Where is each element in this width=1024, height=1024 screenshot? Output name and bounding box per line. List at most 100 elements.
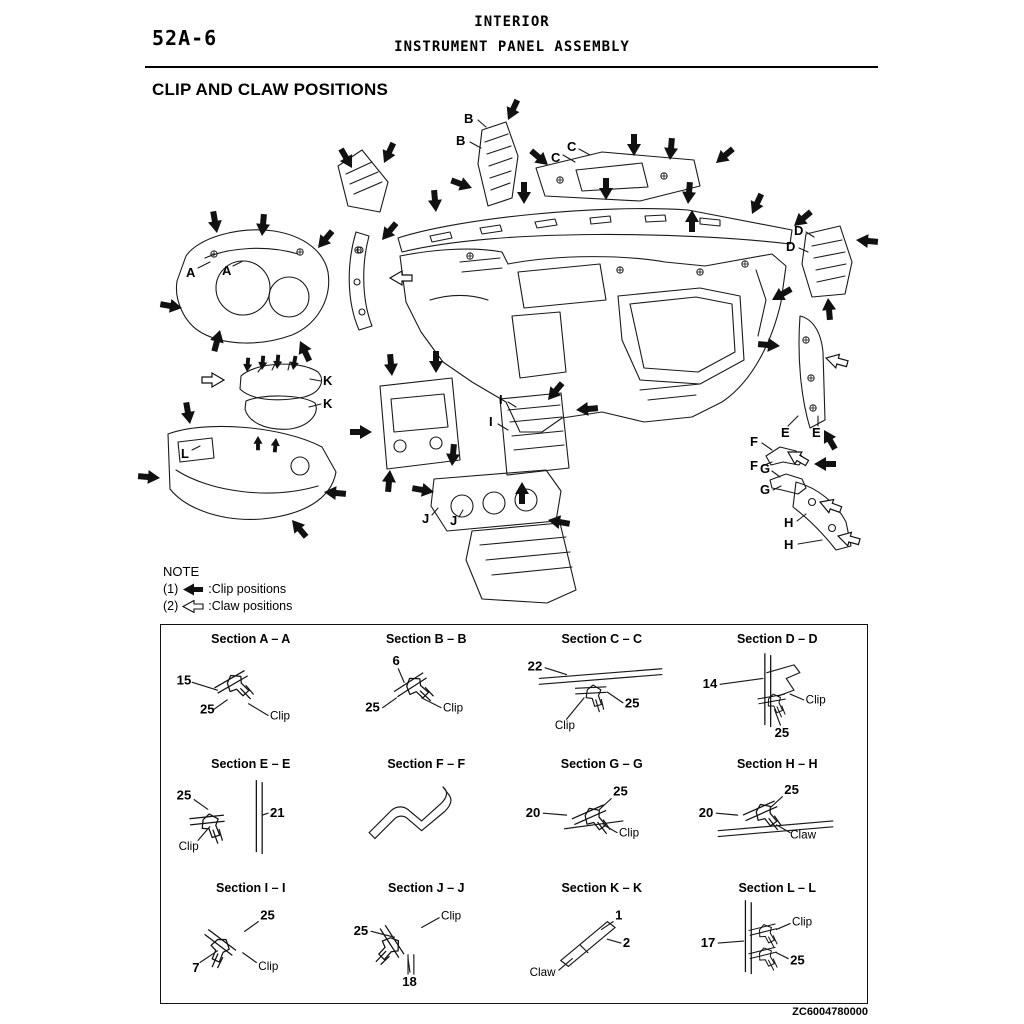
claw-arrow-icon — [817, 494, 844, 517]
clip-arrow-icon — [757, 337, 781, 353]
part-center-panel-i-left — [379, 377, 461, 470]
clip-arrow-icon — [427, 189, 443, 213]
callout-label: Claw — [529, 966, 555, 979]
section-sketch-i: 25 7 Clip — [192, 908, 278, 975]
callout-label: 18 — [402, 974, 417, 989]
clip-arrow-icon — [137, 469, 161, 485]
clip-arrow-icon — [206, 210, 224, 235]
section-sketch-a: 15 25 Clip — [176, 669, 290, 722]
label-K: K — [323, 373, 333, 388]
callout-label: Clip — [792, 916, 812, 929]
exploded-view-diagram: A A B B C C D D E E F F G G H H I I J J … — [137, 97, 879, 604]
callout-label: Clip — [555, 719, 575, 732]
part-instrument-panel-body — [399, 248, 787, 433]
clip-arrow-icon — [376, 218, 402, 245]
callout-label: Clip — [441, 910, 461, 923]
callout-label: Clip — [270, 709, 290, 722]
clip-arrow-icon — [429, 351, 443, 373]
part-knee-panel — [167, 425, 337, 520]
label-C: C — [567, 139, 577, 154]
label-J: J — [450, 513, 457, 528]
part-center-panel-i-right — [499, 392, 570, 476]
callout-label: Clip — [178, 840, 198, 853]
note-legend: NOTE (1) :Clip positions (2) :Claw posit… — [163, 564, 292, 613]
label-I: I — [489, 414, 493, 429]
clip-arrow-icon — [501, 97, 524, 123]
part-c-panel — [535, 151, 701, 202]
note-claw-num: (2) — [163, 599, 179, 613]
callout-label: 25 — [200, 701, 215, 716]
clip-arrow-legend-icon — [183, 583, 204, 595]
section-sketch-e: 25 21 Clip — [176, 779, 284, 855]
label-I: I — [499, 392, 503, 407]
section-cell-c: Section C – C 22 25 Clip — [514, 627, 690, 752]
section-title: Section C – C — [561, 632, 643, 646]
label-H: H — [784, 515, 793, 530]
label-B: B — [456, 133, 465, 148]
section-cell-h: Section H – H 20 25 Claw — [690, 752, 866, 877]
clip-arrow-icon — [350, 425, 372, 439]
clip-arrow-icon — [745, 191, 768, 217]
clip-arrow-icon — [817, 426, 842, 453]
label-C: C — [551, 150, 561, 165]
clip-arrow-icon — [546, 513, 571, 531]
header-rule — [145, 66, 878, 68]
callout-label: 25 — [260, 908, 275, 923]
section-title: Section F – F — [387, 756, 466, 771]
section-title: Section E – E — [211, 756, 291, 771]
callout-label: 20 — [699, 805, 714, 820]
clip-arrow-icon — [383, 353, 399, 377]
section-title: Section I – I — [216, 881, 286, 896]
section-sketch-j: 25 Clip 18 — [354, 910, 462, 989]
label-H: H — [784, 537, 793, 552]
clip-arrow-icon — [711, 143, 738, 169]
callout-label: 25 — [613, 783, 628, 798]
header-chapter: INTERIOR — [474, 14, 550, 30]
label-L: L — [181, 446, 189, 461]
clip-arrow-icon — [179, 401, 197, 426]
section-title: Section J – J — [388, 881, 465, 896]
header-subtitle: INSTRUMENT PANEL ASSEMBLY — [394, 39, 630, 55]
section-cell-a: Section A – A 15 25 Clip — [163, 627, 339, 752]
section-title: Section A – A — [211, 632, 291, 646]
note-claw-text: :Claw positions — [208, 599, 293, 613]
label-E: E — [781, 425, 790, 440]
part-side-panel-h — [792, 481, 852, 551]
clip-arrow-icon — [286, 515, 312, 542]
callout-label: 25 — [775, 725, 790, 740]
part-top-garnish — [397, 208, 793, 253]
clip-arrow-icon — [855, 233, 879, 249]
clip-arrow-icon — [814, 457, 836, 471]
part-cluster-bezel — [175, 229, 330, 344]
clip-arrow-icon — [515, 482, 529, 504]
section-cell-i: Section I – I 25 7 Clip — [163, 876, 339, 1001]
note-clip-num: (1) — [163, 582, 179, 596]
page-code: 52A-6 — [152, 26, 218, 50]
section-sketch-d: 14 Clip 25 — [703, 652, 826, 740]
label-F: F — [750, 434, 758, 449]
callout-label: 14 — [703, 676, 718, 691]
callout-label: 25 — [366, 700, 381, 715]
part-side-trim-strip — [348, 231, 373, 331]
label-E: E — [812, 425, 821, 440]
label-A: A — [222, 263, 232, 278]
clip-arrow-icon — [768, 282, 795, 307]
section-cell-l: Section L – L 17 Clip 25 — [690, 876, 866, 1001]
callout-label: 6 — [393, 653, 400, 668]
section-sketch-k: 1 2 Claw — [529, 908, 630, 979]
section-cell-g: Section G – G 20 25 Clip — [514, 752, 690, 877]
clip-position-marks — [210, 172, 817, 412]
clip-arrow-icon — [323, 485, 347, 501]
claw-arrow-icon — [201, 372, 225, 388]
callout-label: 25 — [625, 696, 640, 711]
section-cell-d: Section D – D 14 Clip 25 — [690, 627, 866, 752]
label-A: A — [186, 265, 196, 280]
callout-label: Claw — [790, 828, 816, 841]
callout-label: 20 — [525, 805, 540, 820]
clip-arrow-icon — [685, 210, 699, 232]
section-sketch-g: 20 25 Clip — [525, 783, 638, 839]
section-title: Section D – D — [736, 632, 818, 646]
clip-arrow-icon — [681, 181, 697, 205]
claw-arrow-icon — [823, 350, 850, 372]
